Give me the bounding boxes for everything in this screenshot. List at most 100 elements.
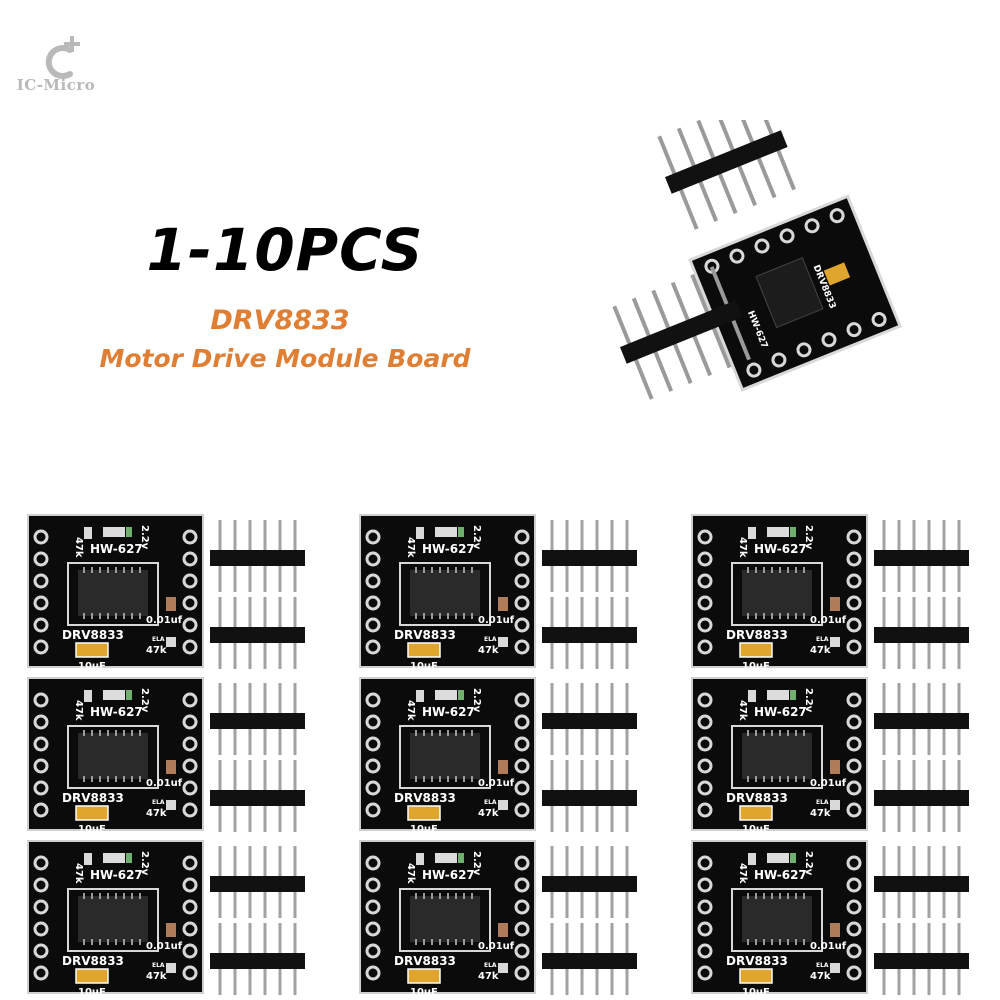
pin-header-top [540, 844, 639, 920]
hero-pin-header-left [612, 266, 751, 400]
board-model-label: HW-627 [754, 868, 807, 882]
board-chip-label: DRV8833 [726, 954, 788, 968]
board-chip-label: DRV8833 [394, 954, 456, 968]
hero-pin-header-top [657, 120, 796, 230]
pin-header-top [872, 518, 971, 594]
board-model-label: HW-627 [422, 705, 475, 719]
board-label-10uf: 10uF [410, 661, 438, 672]
board-chip-label: DRV8833 [726, 791, 788, 805]
board-label-47k: 47k [737, 537, 748, 558]
headline: 1-10PCS [146, 216, 424, 284]
pin-header-top [208, 518, 307, 594]
board-model-label: HW-627 [422, 868, 475, 882]
pin-header-bottom [208, 595, 307, 671]
board-label-10uf: 10uF [742, 824, 770, 835]
board-label-ela: ELA [816, 962, 829, 969]
board-label-voltage: 2.2v [139, 851, 150, 876]
board-label-47k-bottom: 47k [810, 645, 831, 656]
board-label-ela: ELA [484, 799, 497, 806]
pin-header-bottom [540, 921, 639, 997]
product-description: Motor Drive Module Board [99, 344, 471, 373]
board-label-10uf: 10uF [78, 987, 106, 998]
board-label-47k: 47k [73, 700, 84, 721]
pin-header-bottom [872, 921, 971, 997]
hero-capacitor [823, 262, 851, 286]
pin-header-top [208, 681, 307, 757]
board-label-voltage: 2.2v [803, 851, 814, 876]
board-chip-label: DRV8833 [62, 791, 124, 805]
board-label-ela: ELA [152, 636, 165, 643]
board-label-cap: 0.01uf [146, 778, 183, 789]
board-label-cap: 0.01uf [810, 778, 847, 789]
board-label-cap: 0.01uf [478, 615, 515, 626]
board-label-47k: 47k [405, 537, 416, 558]
board-label-47k: 47k [737, 863, 748, 884]
board-label-voltage: 2.2v [139, 688, 150, 713]
board-label-ela: ELA [816, 636, 829, 643]
pin-header-bottom [872, 758, 971, 834]
c-plus-logo-icon [45, 36, 80, 79]
board-model-label: HW-627 [754, 705, 807, 719]
board-label-47k-bottom: 47k [810, 971, 831, 982]
board-label-ela: ELA [152, 799, 165, 806]
board-chip-label: DRV8833 [394, 791, 456, 805]
board-label-10uf: 10uF [78, 661, 106, 672]
board-label-ela: ELA [152, 962, 165, 969]
pin-header-top [540, 518, 639, 594]
board-label-47k: 47k [405, 700, 416, 721]
board-label-10uf: 10uF [410, 824, 438, 835]
pin-header-bottom [540, 595, 639, 671]
board-label-47k: 47k [405, 863, 416, 884]
board-label-voltage: 2.2v [803, 525, 814, 550]
board-label-47k: 47k [73, 537, 84, 558]
pin-header-top [872, 681, 971, 757]
pin-header-bottom [208, 921, 307, 997]
board-label-cap: 0.01uf [810, 615, 847, 626]
board-chip-label: DRV8833 [62, 954, 124, 968]
board-label-ela: ELA [484, 636, 497, 643]
board-label-47k: 47k [737, 700, 748, 721]
board-label-47k-bottom: 47k [478, 645, 499, 656]
board-label-cap: 0.01uf [478, 941, 515, 952]
board-label-voltage: 2.2v [471, 851, 482, 876]
board-model-label: HW-627 [754, 542, 807, 556]
board-label-voltage: 2.2v [471, 525, 482, 550]
board-label-voltage: 2.2v [471, 688, 482, 713]
board-label-ela: ELA [816, 799, 829, 806]
pin-header-top [208, 844, 307, 920]
board-label-47k-bottom: 47k [146, 645, 167, 656]
board-label-47k-bottom: 47k [478, 808, 499, 819]
pin-header-bottom [208, 758, 307, 834]
pin-header-top [872, 844, 971, 920]
product-name: DRV8833 [210, 305, 350, 336]
board-chip-label: DRV8833 [726, 628, 788, 642]
pin-header-top [540, 681, 639, 757]
board-label-47k: 47k [73, 863, 84, 884]
logo-text: IC-Micro [16, 76, 96, 94]
board-label-cap: 0.01uf [478, 778, 515, 789]
board-label-47k-bottom: 47k [146, 808, 167, 819]
board-label-47k-bottom: 47k [810, 808, 831, 819]
board-label-47k-bottom: 47k [478, 971, 499, 982]
board-label-10uf: 10uF [742, 661, 770, 672]
board-label-voltage: 2.2v [139, 525, 150, 550]
board-label-47k-bottom: 47k [146, 971, 167, 982]
